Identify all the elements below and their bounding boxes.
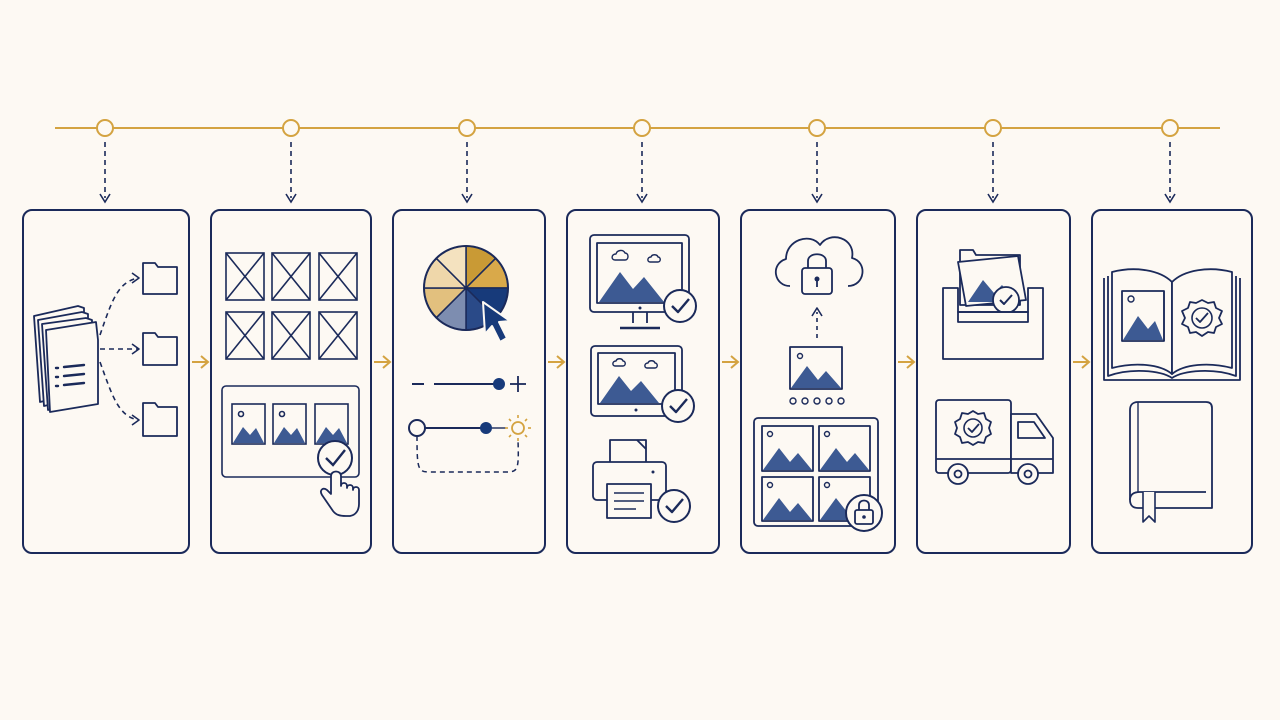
- check-circle-icon: [663, 289, 697, 323]
- flow-arrows: [192, 355, 1091, 369]
- closed-book-icon: [1129, 401, 1213, 523]
- sort-dashed-arrows: [99, 277, 139, 421]
- photo-icon: [789, 346, 843, 390]
- flow-arrow-icon: [1073, 355, 1091, 369]
- stage-3-color-edit: [408, 245, 531, 473]
- stage-4-proof-output: [589, 234, 697, 523]
- stage-5-secure-cloud: [753, 236, 883, 532]
- dashed-down-arrow: [811, 142, 823, 204]
- lock-icon: [845, 494, 883, 532]
- dashed-down-arrow: [285, 142, 297, 204]
- cloud-lock-icon: [775, 236, 864, 295]
- folder-icon: [142, 262, 178, 295]
- timeline-milestone: [282, 119, 300, 137]
- dashed-down-arrow: [461, 142, 473, 204]
- stage-6-package-deliver: [935, 249, 1054, 485]
- stage-panel-1: [22, 209, 190, 554]
- timeline-milestone: [633, 119, 651, 137]
- monitor-icon: [589, 234, 690, 330]
- timeline-milestone: [458, 119, 476, 137]
- check-circle-icon: [317, 440, 353, 476]
- check-circle-icon: [657, 489, 691, 523]
- zoom-slider-icon: [412, 376, 526, 392]
- stage-1-sort-files: [33, 262, 178, 437]
- folder-icon: [142, 402, 178, 437]
- dashed-down-arrow: [99, 142, 111, 204]
- progress-dots: [789, 397, 845, 405]
- flow-arrow-icon: [548, 355, 566, 369]
- timeline: [55, 119, 1220, 204]
- timeline-milestones: [96, 119, 1179, 137]
- timeline-connectors: [99, 142, 1176, 204]
- flow-arrow-icon: [192, 355, 210, 369]
- timeline-milestone: [808, 119, 826, 137]
- dashed-down-arrow: [636, 142, 648, 204]
- badge-icon: [1181, 299, 1223, 337]
- check-circle-icon: [661, 389, 695, 423]
- dashed-down-arrow: [987, 142, 999, 204]
- brightness-slider-icon: [408, 415, 531, 473]
- folder-icon: [142, 332, 178, 366]
- flow-arrow-icon: [898, 355, 916, 369]
- gallery-icon: [753, 417, 879, 527]
- timeline-milestone: [96, 119, 114, 137]
- file-stack-icon: [33, 305, 99, 413]
- badge-icon: [954, 410, 992, 446]
- upload-dashed-arrow: [811, 307, 823, 338]
- flow-arrow-icon: [374, 355, 392, 369]
- timeline-milestone: [984, 119, 1002, 137]
- stage-7-photo-book: [1103, 268, 1241, 523]
- flow-arrow-icon: [722, 355, 740, 369]
- laptop-icon: [590, 345, 683, 417]
- cursor-icon: [482, 301, 511, 343]
- timeline-milestone: [1161, 119, 1179, 137]
- sort-arrowheads: [131, 272, 140, 426]
- box-icon: [942, 249, 1044, 360]
- stage-2-select-photos: [221, 252, 360, 517]
- dashed-down-arrow: [1164, 142, 1176, 204]
- hand-pointer-icon: [320, 470, 360, 517]
- placeholder-grid-icon: [225, 252, 358, 360]
- printer-icon: [592, 439, 667, 519]
